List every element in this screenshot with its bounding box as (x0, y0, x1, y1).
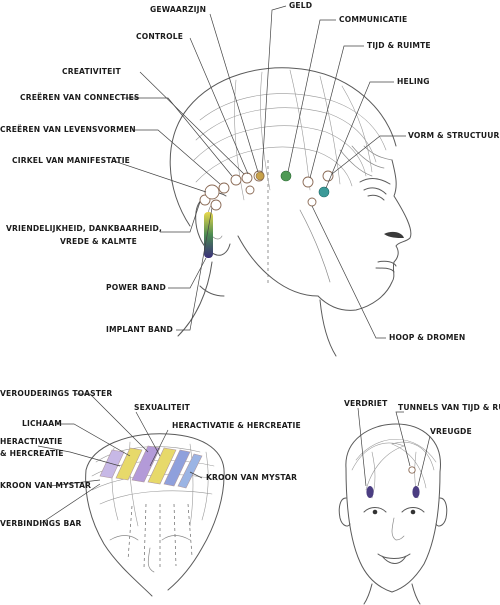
band-toaster (163, 449, 191, 487)
label-verdriet: VERDRIET (344, 399, 388, 408)
profile-points (199, 170, 334, 211)
label-vorm-structuur: VORM & STRUCTUUR (408, 131, 500, 140)
point-vreugde (412, 486, 420, 498)
front-face-leaders (357, 407, 431, 487)
label-power-band: POWER BAND (106, 283, 166, 292)
band-lichaam (115, 447, 143, 481)
profile-hair (193, 69, 387, 201)
power-band-marker (204, 212, 213, 258)
crown-labels: VEROUDERINGS TOASTER SEXUALITEIT LICHAAM… (0, 389, 301, 528)
profile-face-line (317, 159, 412, 311)
crown-leaders (37, 393, 203, 525)
band-sexualiteit (147, 447, 177, 485)
front-face-eyes (363, 507, 425, 513)
label-sexualiteit: SEXUALITEIT (134, 403, 191, 412)
point-heling (318, 186, 330, 198)
label-implant-band: IMPLANT BAND (106, 325, 173, 334)
label-heractivatie-right: HERACTIVATIE & HERCREATIE (172, 421, 301, 430)
label-communicatie: COMMUNICATIE (339, 15, 407, 24)
point-communicatie (280, 170, 292, 182)
profile-head-outline (169, 67, 397, 227)
label-heling: HELING (397, 77, 430, 86)
front-face-left-pupil (372, 509, 378, 515)
front-face-labels: VERDRIET TUNNELS VAN TIJD & RUIMTE VREUG… (344, 399, 500, 436)
label-heractivatie-left-line1: HERACTIVATIE (0, 437, 63, 446)
profile-neck (177, 261, 337, 357)
label-tijd-ruimte: TIJD & RUIMTE (367, 41, 431, 50)
profile-leaders (113, 5, 406, 339)
point-verdriet (366, 486, 374, 498)
crown-head-outline (85, 433, 225, 597)
front-face-hair (351, 439, 437, 499)
label-hoop-dromen: HOOP & DROMEN (389, 333, 465, 342)
profile-jaw (237, 235, 319, 297)
point-tijd-ruimte (302, 176, 314, 188)
front-face-outline (345, 423, 441, 593)
front-face (338, 423, 448, 605)
point-creeren-levensvormen (218, 182, 230, 194)
crown-dashed-lines (127, 503, 193, 570)
front-face-mouth (377, 553, 411, 564)
point-controle (245, 185, 255, 195)
label-vriendelijkheid-line1: VRIENDELIJKHEID, DANKBAARHEID, (6, 224, 162, 233)
profile-head (169, 67, 412, 357)
profile-bangs (339, 145, 393, 177)
point-power-band-top (210, 199, 222, 211)
band-heractivatie (131, 445, 161, 483)
label-vreugde: VREUGDE (430, 427, 472, 436)
point-geld (255, 171, 265, 181)
label-tunnels: TUNNELS VAN TIJD & RUIMTE (398, 403, 500, 412)
label-gewaarzijn: GEWAARZIJN (150, 5, 206, 14)
label-creeren-levensvormen: CREËREN VAN LEVENSVORMEN (0, 125, 136, 134)
label-verouderings-toaster: VEROUDERINGS TOASTER (0, 389, 112, 398)
point-tunnels (408, 466, 416, 474)
label-verbindings-bar: VERBINDINGS BAR (0, 519, 81, 528)
label-creativiteit: CREATIVITEIT (62, 67, 121, 76)
point-creeren-connecties (230, 174, 242, 186)
label-controle: CONTROLE (136, 32, 183, 41)
label-heractivatie-left-line2: & HERCREATIE (0, 449, 64, 458)
label-creeren-connecties: CREËREN VAN CONNECTIES (20, 93, 140, 102)
profile-mouth (375, 260, 397, 273)
front-face-points (366, 466, 420, 498)
label-cirkel-manifestatie: CIRKEL VAN MANIFESTATIE (12, 156, 130, 165)
point-vorm-structuur (322, 170, 334, 182)
label-kroon-mystar-right: KROON VAN MYSTAR (206, 473, 297, 482)
point-cirkel-manifestatie (204, 184, 220, 200)
point-creativiteit (241, 172, 253, 184)
label-geld: GELD (289, 1, 312, 10)
point-hoop-dromen (307, 197, 317, 207)
profile-brow (359, 177, 391, 185)
label-lichaam: LICHAAM (22, 419, 62, 428)
band-kroon (177, 453, 203, 489)
profile-labels: GEWAARZIJN GELD CONTROLE COMMUNICATIE TI… (0, 1, 500, 342)
profile-nostril (384, 231, 404, 238)
crown-bands (99, 445, 203, 489)
label-vriendelijkheid-line2: VREDE & KALMTE (60, 237, 137, 246)
label-kroon-mystar-left: KROON VAN MYSTAR (0, 481, 91, 490)
profile-eye (363, 187, 387, 201)
front-face-right-pupil (410, 509, 416, 515)
